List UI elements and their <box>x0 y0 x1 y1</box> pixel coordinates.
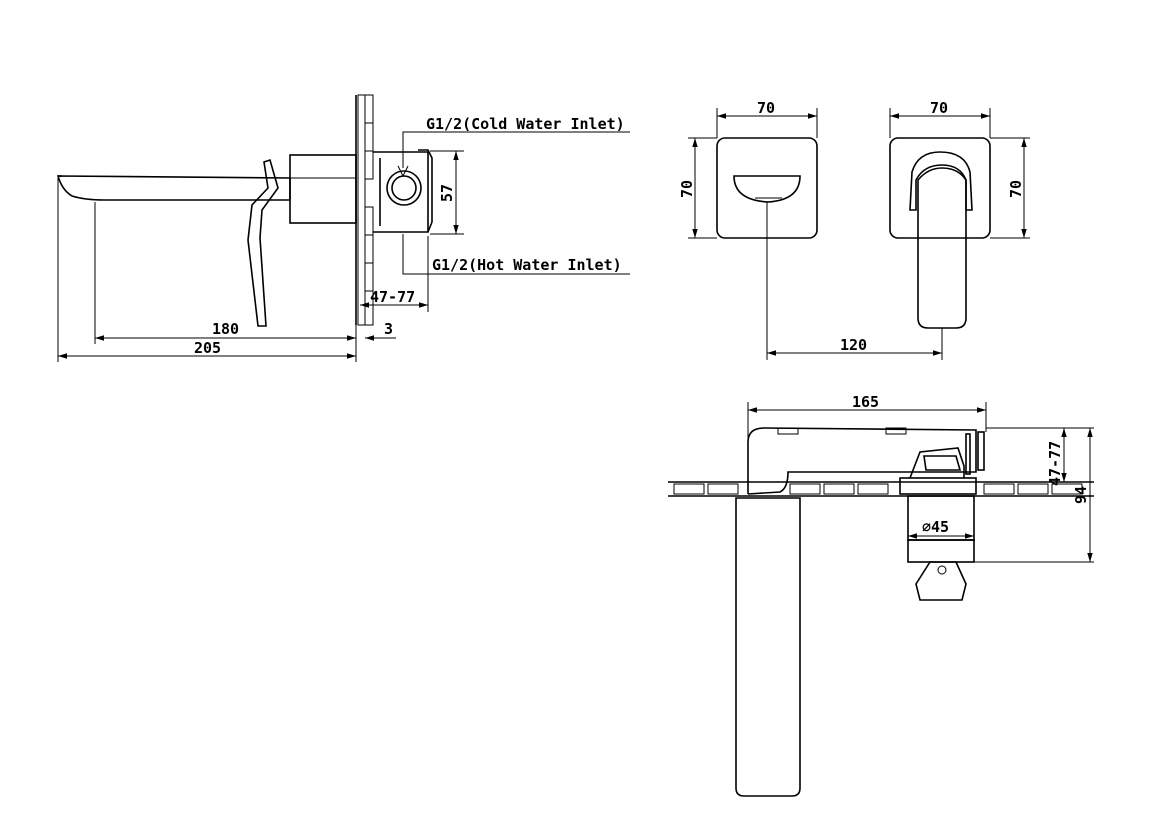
side-view-concealed-valve <box>373 149 433 233</box>
side-view-spout <box>56 175 291 201</box>
dimension-diameter-45: ∅45 <box>922 518 949 536</box>
side-view-lever <box>247 158 279 327</box>
top-view-spout <box>747 427 977 495</box>
dimension-top-47-77: 47-77 <box>1046 441 1064 486</box>
front-view-spout-plate: 70 70 <box>678 99 818 360</box>
dimension-94: 94 <box>1072 486 1090 504</box>
dimension-front-left-height: 70 <box>678 180 696 198</box>
front-view-handle-plate: 70 70 120 <box>767 99 1030 360</box>
cold-inlet-label: G1/2(Cold Water Inlet) <box>426 115 625 133</box>
side-view-body <box>289 154 357 224</box>
dimension-165: 165 <box>852 393 879 411</box>
dimension-120: 120 <box>840 336 867 354</box>
top-view: 165 47-77 94 ∅45 <box>668 393 1094 797</box>
dimension-180: 180 <box>212 320 239 338</box>
dimension-205: 205 <box>194 339 221 357</box>
dimension-side-47-77: 47-77 <box>370 288 415 306</box>
dimension-57: 57 <box>438 184 456 202</box>
top-view-spout-pipe <box>735 497 801 797</box>
dimension-front-left-width: 70 <box>757 99 775 117</box>
dimension-3: 3 <box>384 320 393 338</box>
hot-inlet-label: G1/2(Hot Water Inlet) <box>432 256 622 274</box>
dimension-front-right-width: 70 <box>930 99 948 117</box>
side-view: G1/2(Cold Water Inlet) G1/2(Hot Water In… <box>56 94 630 362</box>
dimension-front-right-height: 70 <box>1007 180 1025 198</box>
top-view-wall <box>668 481 1094 497</box>
